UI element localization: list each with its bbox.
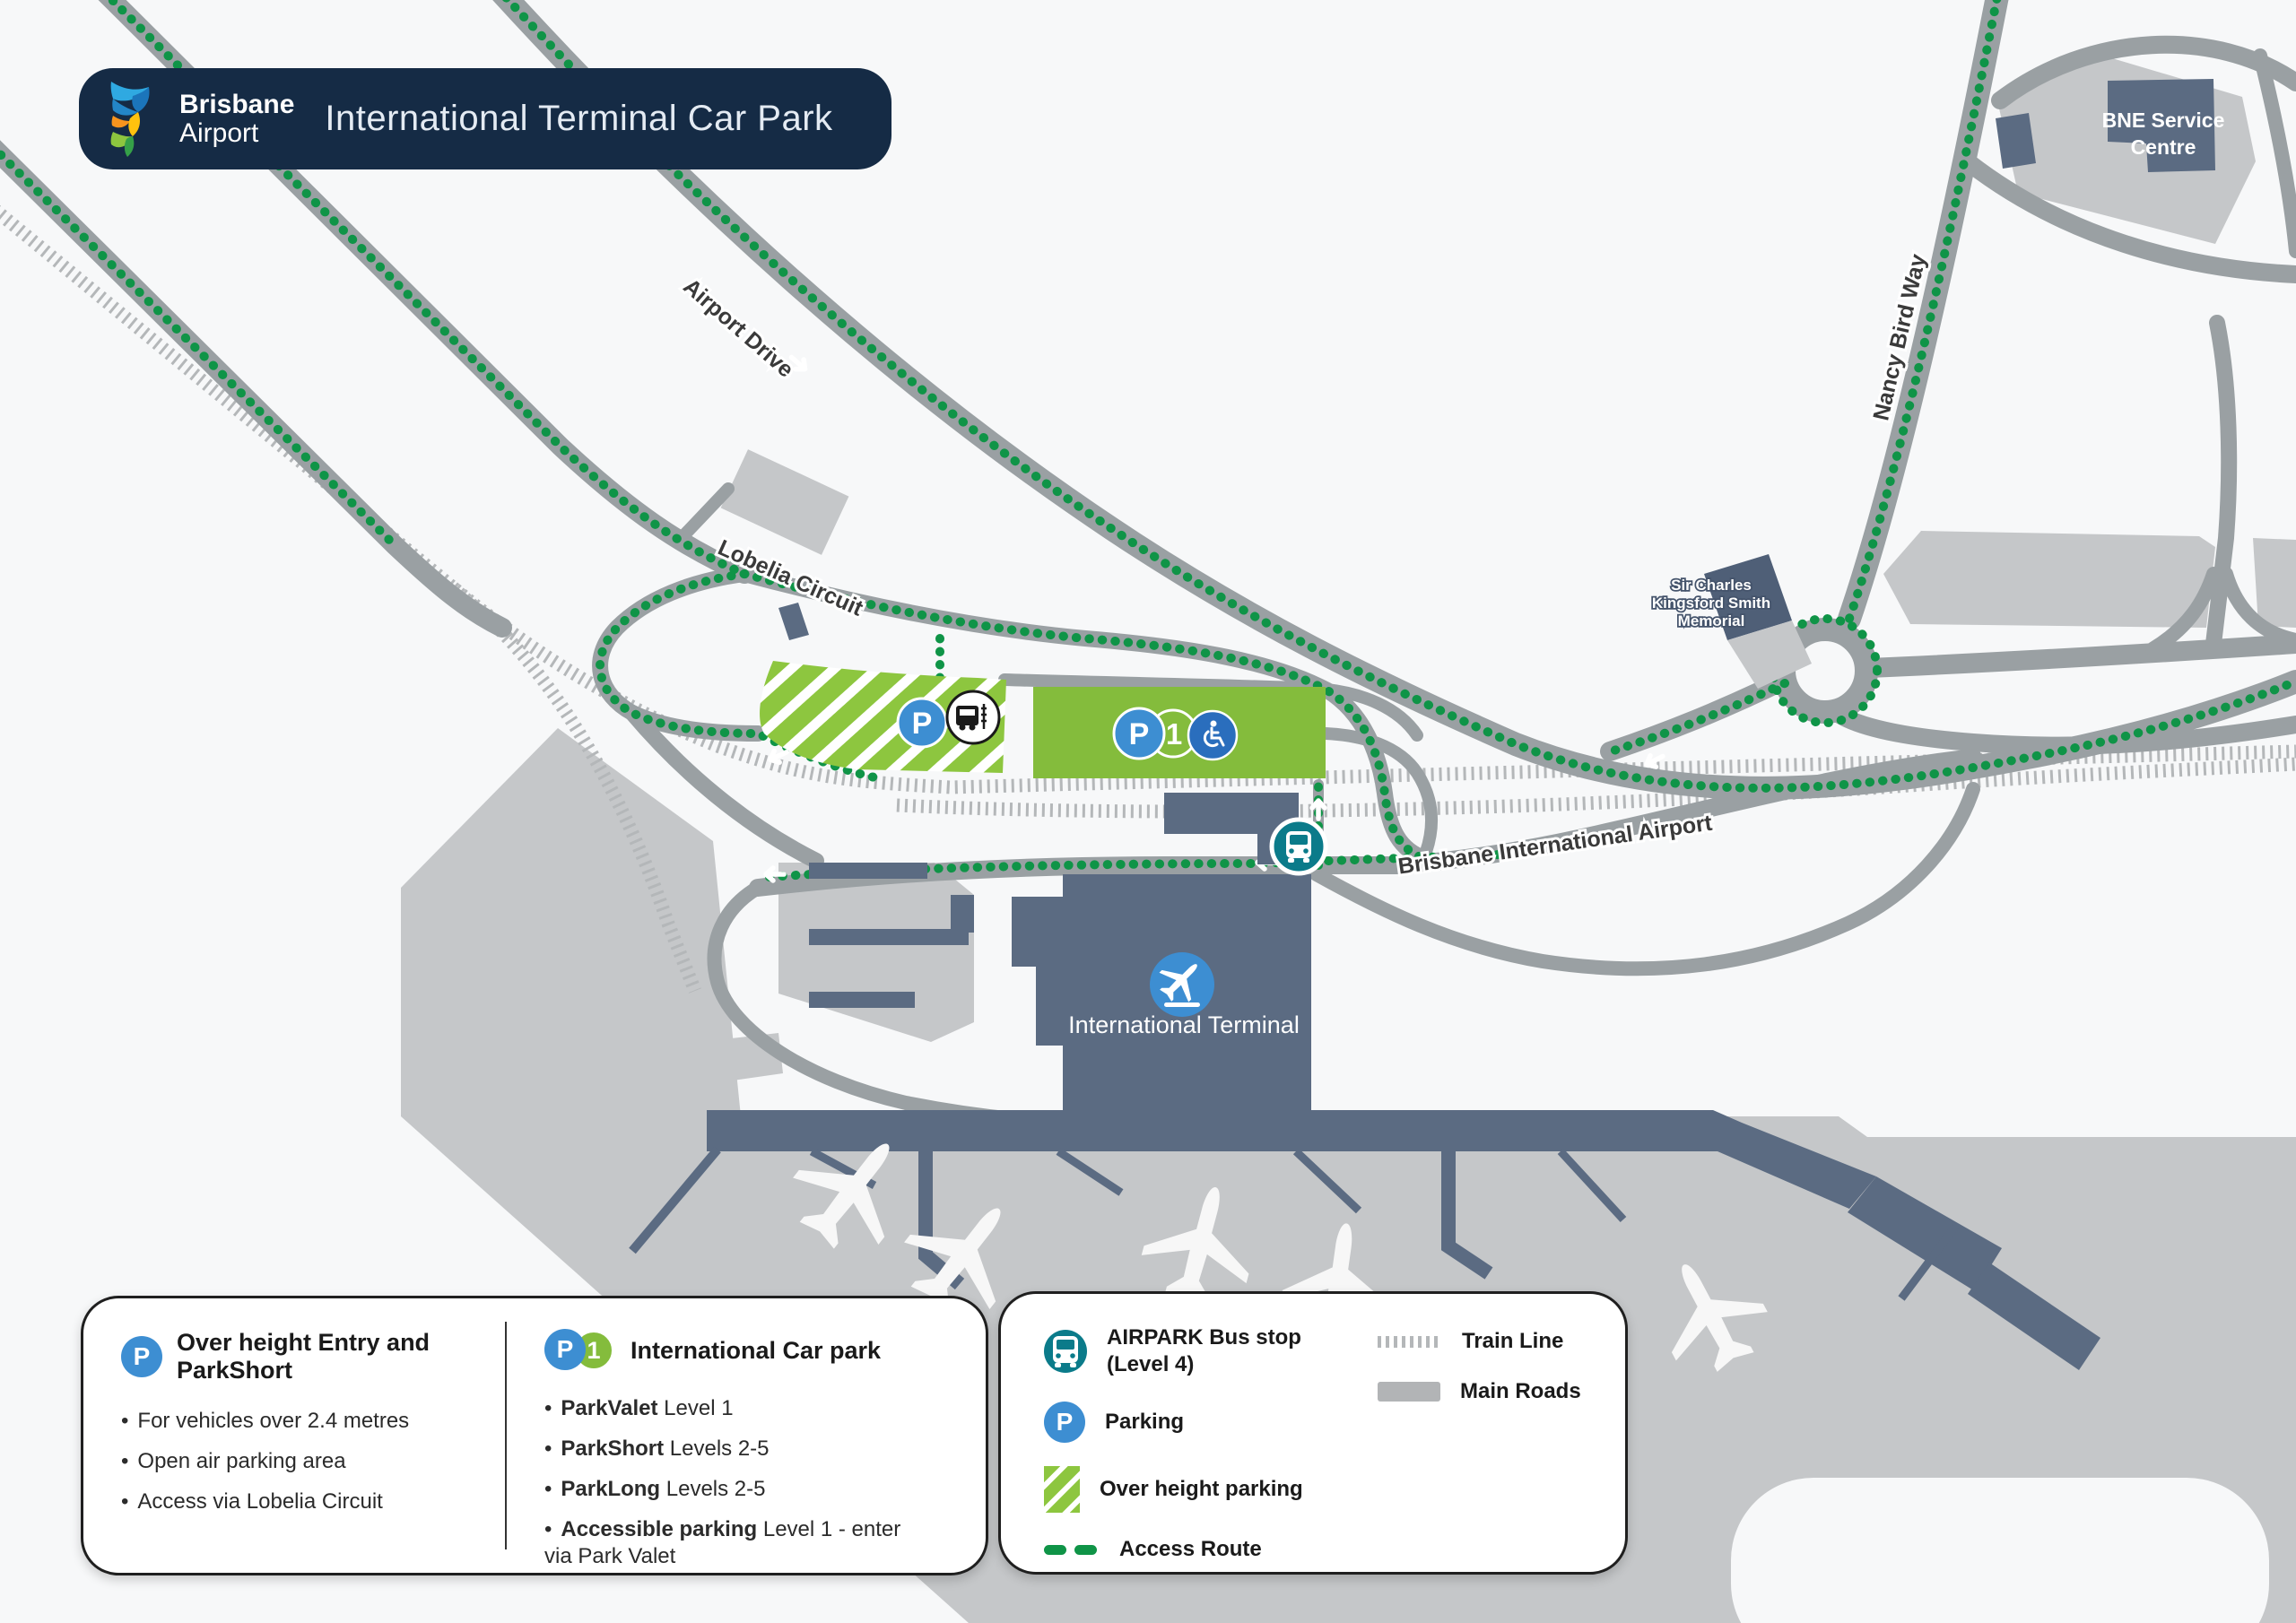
header-banner: Brisbane Airport International Terminal …: [79, 68, 891, 169]
bus-stop-icon: [1044, 1330, 1087, 1373]
apron-cutout: [1731, 1478, 2269, 1623]
symbols-legend-box: AIRPARK Bus stop (Level 4) P Parking Ove…: [998, 1291, 1628, 1575]
legend-row-overheight: Over height parking: [1044, 1466, 1378, 1513]
legend-item: •For vehicles over 2.4 metres: [121, 1409, 410, 1433]
terminal-airplane-icon: [1150, 950, 1214, 1017]
memorial-label: Sir Charles: [1671, 577, 1752, 594]
small-rotated-building: [778, 603, 809, 640]
right-building: [1883, 531, 2215, 628]
right-edge-building: [2253, 538, 2296, 628]
international-terminal-label: International Terminal: [1068, 1011, 1300, 1038]
parking-label: Parking: [1105, 1410, 1185, 1434]
overheight-parking-icon: P: [896, 697, 948, 749]
access-route-swatch: [1044, 1544, 1100, 1555]
svg-text:Memorial: Memorial: [1678, 612, 1745, 629]
overheight-parking-area: [760, 661, 1006, 773]
bne-service-centre-label: BNE Service: [2102, 108, 2225, 132]
legend-item: •ParkLong Levels 2-5: [544, 1477, 766, 1501]
left-apron: [401, 728, 741, 1116]
bus-stop-label: AIRPARK Bus stop (Level 4): [1107, 1325, 1301, 1376]
international-legend-title: International Car park: [631, 1336, 882, 1364]
lobelia-building: [720, 449, 849, 555]
overheight-legend-column: P Over height Entry and ParkShort •For v…: [83, 1298, 505, 1573]
memorial-annex: [1727, 621, 1812, 689]
concourse-bar: [707, 1110, 1876, 1209]
svg-text:P: P: [912, 707, 933, 741]
svg-text:1: 1: [1166, 717, 1182, 751]
svg-text:P: P: [1129, 717, 1150, 751]
legend-row-train: Train Line: [1378, 1328, 1607, 1355]
train-lines: [0, 204, 2296, 994]
parking-legend-box: P Over height Entry and ParkShort •For v…: [81, 1296, 988, 1575]
legend-row-parking: P Parking: [1044, 1402, 1378, 1443]
north-building: [1164, 793, 1299, 834]
overheight-label: Over height parking: [1100, 1477, 1303, 1501]
access-route-label: Access Route: [1119, 1537, 1262, 1561]
east-pier-detached: [1968, 1263, 2100, 1370]
bne-building-small: [1996, 113, 2036, 169]
legend-item: •ParkValet Level 1: [544, 1396, 734, 1420]
overheight-hatch-swatch: [1044, 1466, 1080, 1513]
p1-carpark-icon: 1 P: [1112, 707, 1198, 760]
p1-icon: 1 P: [544, 1329, 616, 1372]
main-roads-swatch: [1378, 1382, 1440, 1402]
symbols-legend-left: AIRPARK Bus stop (Level 4) P Parking Ove…: [1044, 1324, 1378, 1572]
train-line-swatch: [1378, 1335, 1442, 1348]
legend-item: •Access via Lobelia Circuit: [121, 1489, 383, 1514]
symbols-legend-right: Train Line Main Roads: [1378, 1324, 1607, 1572]
parking-p-icon: P: [1044, 1402, 1085, 1443]
legend-item: •Open air parking area: [121, 1449, 346, 1473]
airpark-bus-stop-icon: [1269, 817, 1328, 876]
accessible-parking-icon: [1187, 709, 1239, 761]
brisbane-airport-wordmark: Brisbane Airport: [179, 89, 295, 148]
legend-row-access: Access Route: [1044, 1536, 1378, 1563]
international-legend-column: 1 P International Car park •ParkValet Le…: [505, 1322, 986, 1568]
bne-building-main: [2108, 79, 2215, 172]
page-title: International Terminal Car Park: [325, 99, 833, 138]
train-line-label: Train Line: [1462, 1329, 1564, 1353]
main-roads-label: Main Roads: [1460, 1379, 1581, 1403]
legend-item: •ParkShort Levels 2-5: [544, 1436, 770, 1461]
svg-text:Centre: Centre: [2131, 135, 2196, 159]
airport-drive-label: Airport Drive: [678, 273, 798, 382]
overheight-legend-title: Over height Entry and ParkShort: [177, 1329, 430, 1384]
overheight-truck-icon: [945, 690, 1001, 745]
roundabout-access-route: [1769, 614, 1882, 727]
brisbane-international-airport-label: Brisbane International Airport: [1396, 811, 1714, 880]
legend-item: •Accessible parking Level 1 - enter via …: [544, 1517, 901, 1568]
brisbane-airport-logo-icon: [110, 81, 150, 157]
east-pier: [1848, 1176, 2002, 1291]
legend-row-bus: AIRPARK Bus stop (Level 4): [1044, 1324, 1378, 1378]
parking-p-icon: P: [121, 1336, 162, 1377]
svg-text:Kingsford Smith: Kingsford Smith: [1652, 595, 1770, 612]
memorial-building: [1704, 554, 1792, 640]
legend-row-roads: Main Roads: [1378, 1378, 1607, 1405]
